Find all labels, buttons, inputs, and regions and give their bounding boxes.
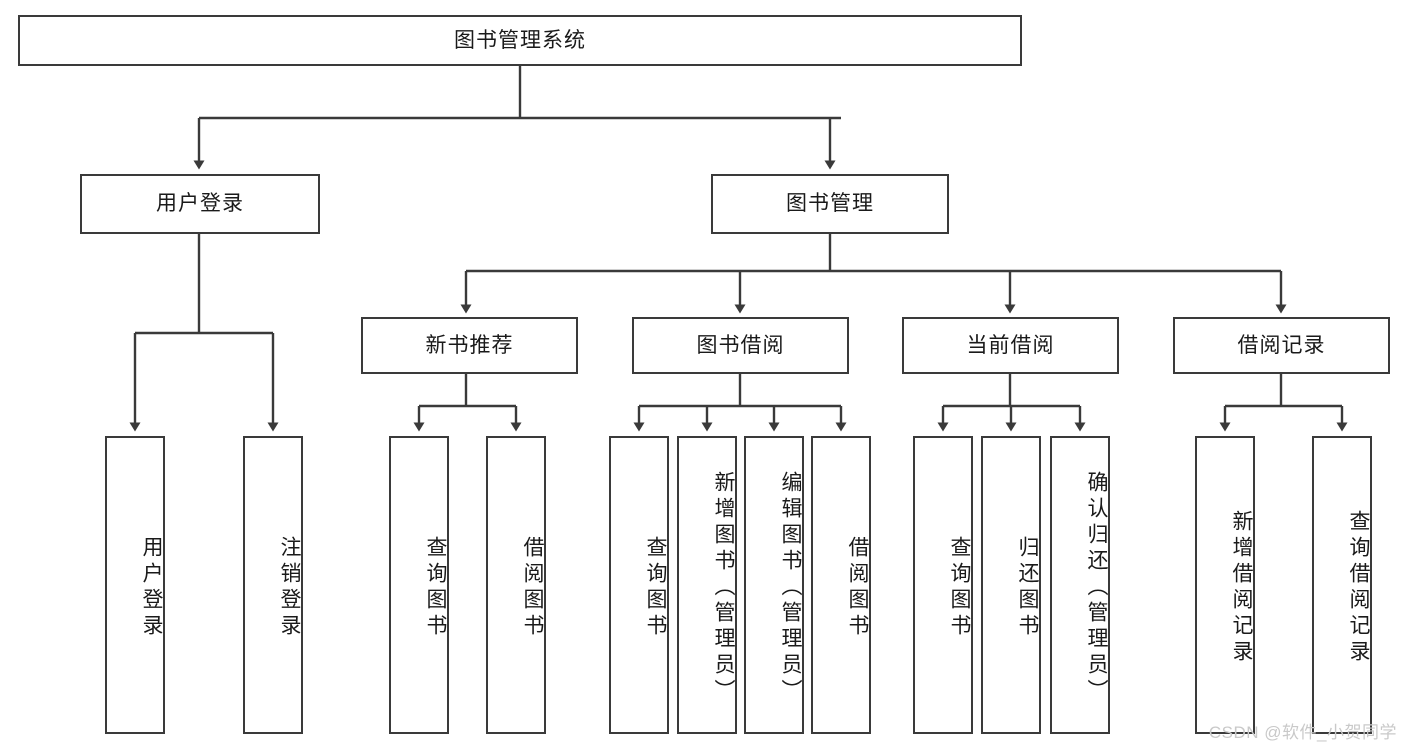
leaf-query-book-borrowing[interactable]: 查询图书 bbox=[609, 436, 669, 734]
leaf-borrow-book-borrowing[interactable]: 借阅图书 bbox=[811, 436, 871, 734]
leaf-query-book-recommendation[interactable]: 查询图书 bbox=[389, 436, 449, 734]
node-label: 借阅图书 bbox=[846, 536, 869, 640]
csdn-watermark: CSDN @软件_小贺同学 bbox=[1208, 723, 1397, 742]
leaf-edit-book-admin[interactable]: 编辑图书（管理员） bbox=[744, 436, 804, 734]
node-borrowing-record[interactable]: 借阅记录 bbox=[1173, 317, 1390, 374]
node-current-borrowing[interactable]: 当前借阅 bbox=[902, 317, 1119, 374]
node-label: 当前借阅 bbox=[966, 333, 1055, 357]
node-label: 借阅图书 bbox=[521, 536, 544, 640]
leaf-logout[interactable]: 注销登录 bbox=[243, 436, 303, 734]
node-label: 查询图书 bbox=[424, 536, 447, 640]
node-label: 用户登录 bbox=[156, 192, 244, 216]
node-label: 图书管理系统 bbox=[454, 28, 586, 52]
leaf-add-borrow-record[interactable]: 新增借阅记录 bbox=[1195, 436, 1255, 734]
node-label: 查询图书 bbox=[644, 536, 667, 640]
node-label: 新增图书（管理员） bbox=[712, 471, 735, 705]
leaf-borrow-book-recommendation[interactable]: 借阅图书 bbox=[486, 436, 546, 734]
node-book-borrowing[interactable]: 图书借阅 bbox=[632, 317, 849, 374]
node-label: 借阅记录 bbox=[1237, 333, 1326, 357]
node-new-book-recommendation[interactable]: 新书推荐 bbox=[361, 317, 578, 374]
node-label: 新书推荐 bbox=[425, 333, 514, 357]
node-label: 查询图书 bbox=[948, 536, 971, 640]
leaf-user-login[interactable]: 用户登录 bbox=[105, 436, 165, 734]
node-label: 图书借阅 bbox=[696, 333, 785, 357]
node-user-login[interactable]: 用户登录 bbox=[80, 174, 320, 234]
node-root-system[interactable]: 图书管理系统 bbox=[18, 15, 1022, 66]
leaf-return-book[interactable]: 归还图书 bbox=[981, 436, 1041, 734]
leaf-add-book-admin[interactable]: 新增图书（管理员） bbox=[677, 436, 737, 734]
node-label: 归还图书 bbox=[1016, 536, 1039, 640]
leaf-confirm-return-admin[interactable]: 确认归还（管理员） bbox=[1050, 436, 1110, 734]
node-label: 用户登录 bbox=[140, 536, 163, 640]
node-label: 编辑图书（管理员） bbox=[779, 471, 802, 705]
node-label: 图书管理 bbox=[786, 192, 874, 216]
node-label: 查询借阅记录 bbox=[1347, 510, 1370, 666]
node-label: 注销登录 bbox=[278, 536, 301, 640]
node-label: 确认归还（管理员） bbox=[1085, 471, 1108, 705]
node-book-management[interactable]: 图书管理 bbox=[711, 174, 949, 234]
leaf-query-borrow-record[interactable]: 查询借阅记录 bbox=[1312, 436, 1372, 734]
node-label: 新增借阅记录 bbox=[1230, 510, 1253, 666]
leaf-query-book-current[interactable]: 查询图书 bbox=[913, 436, 973, 734]
